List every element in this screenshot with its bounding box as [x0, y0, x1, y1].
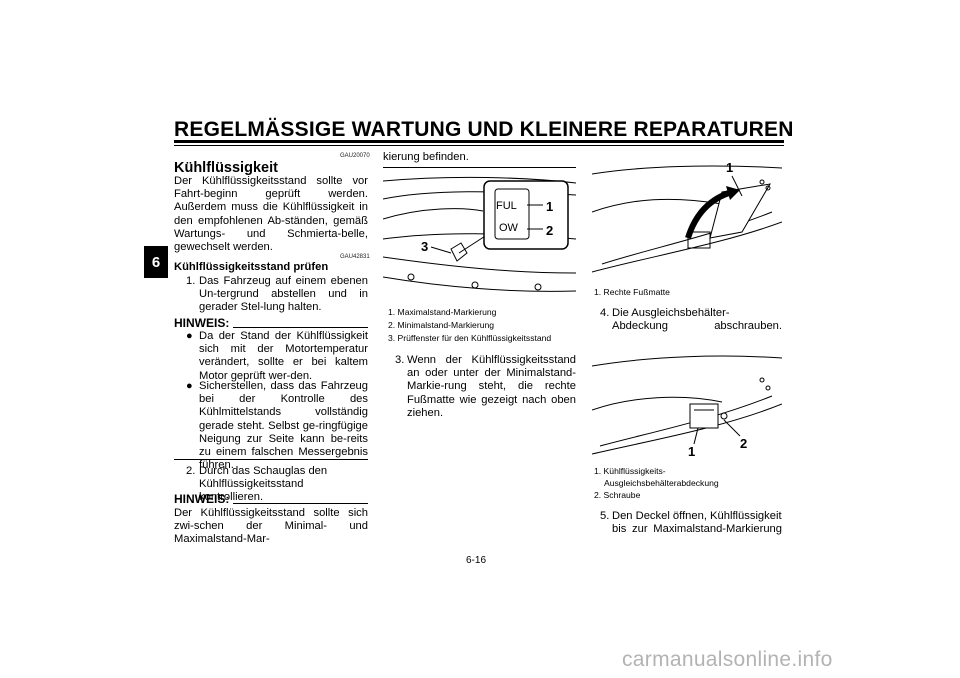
- step-number: 5.: [600, 510, 610, 522]
- note-end-rule: [174, 459, 368, 460]
- note-heading: HINWEIS:: [174, 316, 368, 330]
- bullet-item: ● Sicherstellen, dass das Fahrzeug bei d…: [186, 380, 368, 471]
- note-rule: [233, 503, 368, 504]
- section-heading: Kühlflüssigkeit: [174, 160, 278, 176]
- step-5-text: Den Deckel öffnen, Kühlflüssigkeit bis z…: [612, 510, 782, 536]
- subsection-code: GAU42831: [340, 254, 370, 260]
- figure-callout-3: 3: [421, 239, 428, 254]
- page-number: 6-16: [466, 555, 487, 566]
- step-number: 2.: [186, 465, 196, 477]
- note-heading: HINWEIS:: [174, 492, 368, 506]
- coolant-sight-glass-figure: FUL OW 1 2 3: [383, 176, 576, 292]
- step-2-text: Durch das Schauglas den Kühlflüssigkeits…: [199, 465, 328, 504]
- step-number: 4.: [600, 307, 610, 319]
- figure-caption: 2. Schraube: [594, 490, 641, 500]
- bullet-2-text: Sicherstellen, dass das Fahrzeug bei der…: [199, 380, 368, 472]
- note-2-text: Der Kühlflüssigkeitsstand sollte sich zw…: [174, 507, 368, 546]
- figure-label-low: OW: [499, 222, 519, 234]
- figure-callout-1: 1: [546, 199, 553, 214]
- bullet-item: ● Da der Stand der Kühlflüssigkeit sich …: [186, 330, 368, 386]
- figure-caption: 3. Prüffenster für den Kühlflüssigkeitss…: [388, 333, 552, 343]
- figure-callout-2: 2: [740, 436, 747, 451]
- title-rule: [174, 140, 784, 143]
- page-title: REGELMÄSSIGE WARTUNG UND KLEINERE REPARA…: [174, 118, 794, 141]
- step-3-text: Wenn der Kühlflüssigkeitsstand an oder u…: [407, 354, 576, 419]
- figure-caption: 1. Rechte Fußmatte: [594, 287, 670, 297]
- foot-mat-figure: 1: [592, 160, 782, 273]
- reservoir-cover-figure: 1 2: [592, 355, 782, 459]
- note-label: HINWEIS:: [174, 492, 230, 506]
- bullet-icon: ●: [186, 330, 193, 342]
- chapter-tab[interactable]: 6: [144, 246, 168, 278]
- step-4-text: Die Ausgleichsbehälter-Abdeckung abschra…: [612, 307, 782, 333]
- figure-callout-1: 1: [726, 160, 733, 175]
- bullet-icon: ●: [186, 380, 193, 392]
- figure-callout-2: 2: [546, 223, 553, 238]
- note-rule: [233, 327, 368, 328]
- intro-paragraph: Der Kühlflüssigkeitsstand sollte vor Fah…: [174, 175, 368, 254]
- title-rule-thin: [174, 145, 784, 146]
- figure-caption: Ausgleichsbehälterabdeckung: [604, 478, 719, 488]
- continued-text: kierung befinden.: [383, 151, 469, 163]
- section-code: GAU20070: [340, 153, 370, 159]
- step-1-text: Das Fahrzeug auf einem ebenen Un-tergrun…: [199, 275, 368, 314]
- figure-label-full: FUL: [496, 200, 517, 212]
- note-label: HINWEIS:: [174, 316, 230, 330]
- figure-caption: 1. Kühlflüssigkeits-: [594, 466, 666, 476]
- figure-caption: 2. Minimalstand-Markierung: [388, 320, 495, 330]
- step-number: 1.: [186, 275, 196, 287]
- bullet-1-text: Da der Stand der Kühlflüssigkeit sich mi…: [199, 330, 368, 382]
- subsection-heading: Kühlflüssigkeitsstand prüfen: [174, 261, 329, 273]
- watermark[interactable]: carmanualsonline.info: [622, 648, 833, 671]
- step-number: 3.: [395, 354, 405, 366]
- figure-caption: 1. Maximalstand-Markierung: [388, 307, 497, 317]
- figure-callout-1: 1: [688, 444, 695, 459]
- figure-top-rule: [383, 167, 576, 168]
